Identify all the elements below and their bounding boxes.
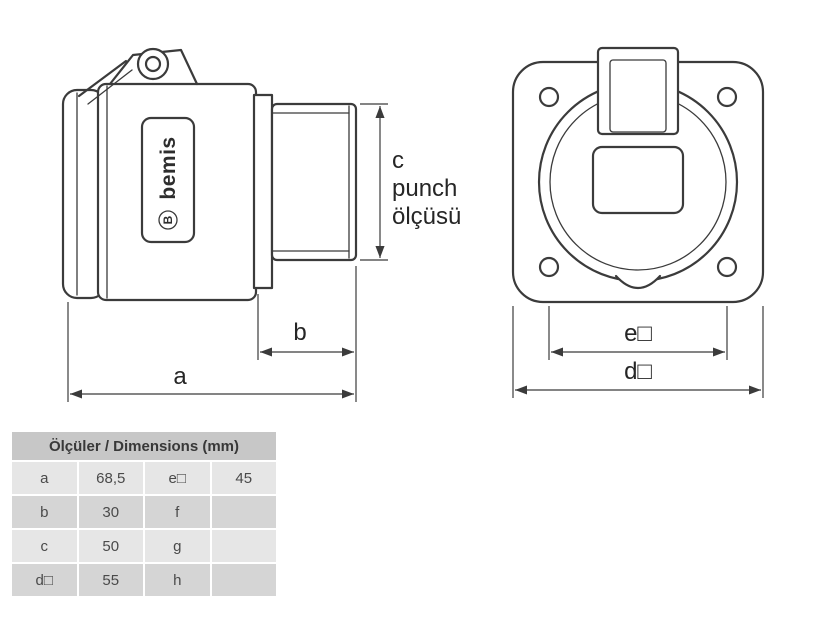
front-mounting-hole-tr bbox=[716, 86, 738, 108]
dim-value-c: 50 bbox=[78, 530, 143, 562]
front-latch bbox=[596, 46, 680, 136]
side-view: B bemis bbox=[61, 47, 358, 302]
side-hinge-screw bbox=[144, 55, 162, 73]
front-view bbox=[511, 46, 765, 304]
dim-key-f: f bbox=[145, 496, 210, 528]
side-latch-spring bbox=[77, 59, 128, 98]
dimension-a: a bbox=[67, 302, 357, 402]
front-latch-inner bbox=[609, 59, 667, 133]
dim-b-label: b bbox=[293, 319, 306, 346]
dim-c-note-2: ölçüsü bbox=[392, 203, 461, 230]
bemis-logo-letter: B bbox=[161, 215, 175, 224]
front-bottom-tab bbox=[614, 274, 662, 290]
table-row: a 68,5 e□ 45 bbox=[12, 462, 276, 494]
bemis-logo-text: bemis bbox=[157, 136, 180, 199]
dim-c-note-1: punch bbox=[392, 175, 457, 202]
table-row: d□ 55 h bbox=[12, 564, 276, 596]
front-mounting-hole-br bbox=[716, 256, 738, 278]
dim-key-g: g bbox=[145, 530, 210, 562]
dim-d-label: d□ bbox=[624, 358, 652, 385]
dim-key-d: d□ bbox=[12, 564, 77, 596]
technical-drawing: B bemis c punch ölçüsü b bbox=[61, 46, 765, 402]
dimension-d: d□ bbox=[512, 306, 764, 398]
dim-key-c: c bbox=[12, 530, 77, 562]
dim-key-b: b bbox=[12, 496, 77, 528]
front-mounting-hole-tl bbox=[538, 86, 560, 108]
dim-value-a: 68,5 bbox=[78, 462, 143, 494]
dimension-e: e□ bbox=[548, 306, 728, 360]
dimensions-table-header-row: Ölçüler / Dimensions (mm) bbox=[12, 432, 276, 460]
dim-value-d: 55 bbox=[78, 564, 143, 596]
dim-key-h: h bbox=[145, 564, 210, 596]
table-row: c 50 g bbox=[12, 530, 276, 562]
dim-value-f bbox=[211, 496, 276, 528]
dimension-c: c punch ölçüsü bbox=[360, 103, 461, 261]
dimension-b: b bbox=[257, 266, 357, 360]
bemis-logo-icon bbox=[158, 210, 178, 230]
table-row: b 30 f bbox=[12, 496, 276, 528]
dimensions-table: Ölçüler / Dimensions (mm) a 68,5 e□ 45 b… bbox=[10, 430, 278, 598]
dimensions-table-title: Ölçüler / Dimensions (mm) bbox=[12, 432, 276, 460]
dim-a-label: a bbox=[173, 363, 187, 390]
dim-c-label: c bbox=[392, 147, 404, 174]
dim-value-h bbox=[211, 564, 276, 596]
front-window bbox=[591, 145, 685, 215]
dim-value-b: 30 bbox=[78, 496, 143, 528]
dim-key-a: a bbox=[12, 462, 77, 494]
bemis-logo-plate bbox=[140, 116, 196, 244]
side-latch-spring-2 bbox=[87, 69, 133, 105]
front-mounting-hole-bl bbox=[538, 256, 560, 278]
dim-key-e: e□ bbox=[145, 462, 210, 494]
side-flange bbox=[252, 93, 274, 290]
bemis-logo: B bemis bbox=[157, 136, 180, 230]
side-spout bbox=[270, 102, 358, 262]
dim-value-e: 45 bbox=[211, 462, 276, 494]
dim-e-label: e□ bbox=[624, 320, 652, 347]
dim-value-g bbox=[211, 530, 276, 562]
